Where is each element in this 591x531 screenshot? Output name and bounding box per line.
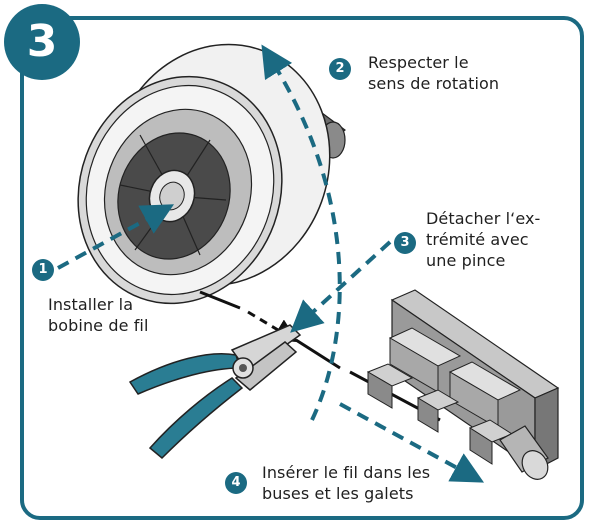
step-4-badge: 4 <box>225 472 247 494</box>
step-number-badge: 3 <box>4 4 80 80</box>
step-4-line-2: buses et les galets <box>262 484 414 503</box>
wire-feeder <box>366 289 560 480</box>
step-3-line-3: une pince <box>426 251 506 270</box>
step-4-line-1: Insérer le fil dans les <box>262 463 431 482</box>
step-1-label: Installer la bobine de fil <box>48 294 149 336</box>
pliers <box>128 324 302 460</box>
arrow-insert <box>339 402 485 483</box>
step-4-label: Insérer le fil dans les buses et les gal… <box>262 462 430 504</box>
step-1-line-1: Installer la <box>48 295 134 314</box>
step-2-line-1: Respecter le <box>368 53 469 72</box>
wire-dashes <box>247 310 299 343</box>
step-1-badge: 1 <box>32 259 54 281</box>
step-3-badge: 3 <box>394 232 416 254</box>
step-3-line-1: Détacher l‘ex- <box>426 209 541 228</box>
arrow-rotation <box>261 44 342 421</box>
step-3-line-2: trémité avec <box>426 230 529 249</box>
step-2-label: Respecter le sens de rotation <box>368 52 499 94</box>
step-2-badge: 2 <box>329 58 351 80</box>
step-2-line-2: sens de rotation <box>368 74 500 93</box>
step-1-line-2: bobine de fil <box>48 316 149 335</box>
step-3-label: Détacher l‘ex- trémité avec une pince <box>426 208 540 271</box>
